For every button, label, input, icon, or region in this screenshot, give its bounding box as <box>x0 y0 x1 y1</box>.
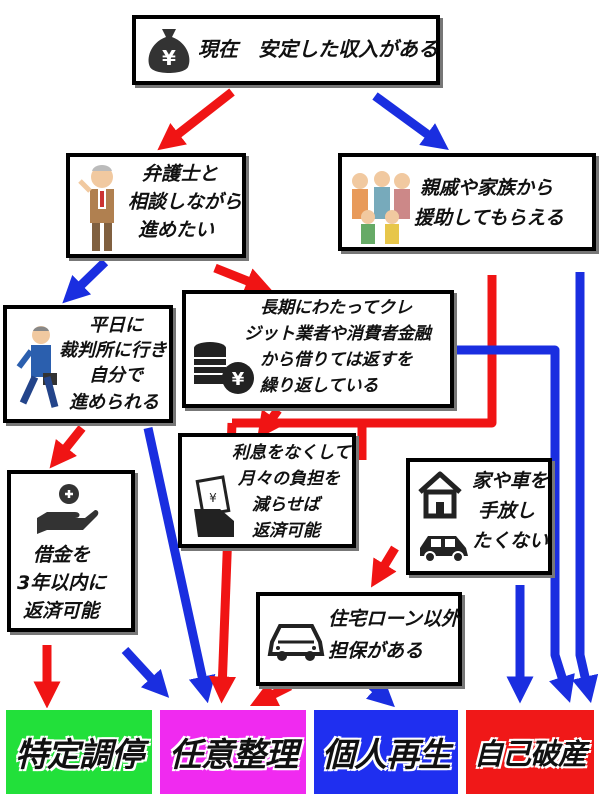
result-tokutei-chotei: 特定調停 <box>4 708 154 796</box>
node-house-line2: 手放し <box>478 500 536 522</box>
arrow-longterm-no-to-hasan <box>455 345 575 703</box>
arrow-weekday-to-ninni <box>143 427 216 704</box>
arrow-lawyer-to-weekday <box>62 258 109 304</box>
family-group-icon <box>352 171 410 244</box>
node-longterm-line3: から借りては返すを <box>260 350 413 370</box>
node-family-line1: 親戚や家族から <box>420 177 554 199</box>
node-house-line3: たくない <box>472 530 549 552</box>
arrow-house-yes-to-saisei <box>370 545 399 588</box>
arrow-family-no-to-hasan <box>571 272 599 704</box>
result-tokutei-chotei-label: 特定調停 <box>15 735 144 774</box>
node-interest: ¥ 利息をなくして 月々の負担を 減らせば 返済可能 <box>178 433 356 548</box>
result-jiko-hasan-label: 自己破産 <box>473 737 587 771</box>
node-weekday-line3: 自分で <box>89 365 143 386</box>
node-three-years: 借金を 3年以内に 返済可能 <box>7 470 135 632</box>
lawyer-person-icon <box>78 165 114 251</box>
node-weekday-line1: 平日に <box>89 315 143 336</box>
result-nini-seiri-label: 任意整理 <box>169 735 298 774</box>
arrow-weekday-to-three <box>49 425 86 469</box>
arrow-start-to-family <box>372 92 449 150</box>
svg-text:¥: ¥ <box>232 369 245 390</box>
arrow-start-to-lawyer <box>157 88 235 151</box>
result-kojin-saisei: 個人再生 <box>312 708 460 796</box>
node-family-line2: 援助してもらえる <box>414 207 564 229</box>
arrow-collateral-to-saisei <box>365 678 395 708</box>
node-collateral: 住宅ローン以外 担保がある <box>256 592 462 686</box>
arrow-lawyer-to-longterm <box>213 263 273 294</box>
coin-hand-icon <box>37 484 99 534</box>
businessman-running-icon <box>16 326 59 408</box>
money-hand-icon: ¥ <box>194 475 234 537</box>
sedan-car-icon <box>267 624 325 661</box>
node-house: 家や車を 手放し たくない <box>406 458 552 575</box>
result-jiko-hasan: 自己破産 <box>464 708 596 796</box>
house-icon <box>418 471 462 519</box>
node-lawyer: 弁護士と 相談しながら 進めたい <box>66 153 246 258</box>
node-interest-line3: 減らせば <box>252 495 320 515</box>
node-house-line1: 家や車を <box>472 470 549 492</box>
node-family: 親戚や家族から 援助してもらえる <box>338 153 596 251</box>
node-three-years-line3: 返済可能 <box>23 600 100 622</box>
yen-bag-icon: ¥ <box>148 29 190 73</box>
node-lawyer-line3: 進めたい <box>138 219 215 241</box>
node-interest-line2: 月々の負担を <box>238 469 340 489</box>
node-three-years-line2: 3年以内に <box>17 572 107 594</box>
node-weekday-line2: 裁判所に行き <box>59 340 167 361</box>
coin-stack-yen-icon: ¥ <box>194 342 254 394</box>
svg-text:¥: ¥ <box>162 46 176 70</box>
node-weekday-line4: 進められる <box>69 392 159 413</box>
car-icon <box>420 536 468 563</box>
node-longterm-line2: ジット業者や消費者金融 <box>244 324 431 344</box>
node-longterm-line1: 長期にわたってクレ <box>260 298 413 318</box>
node-longterm: ¥ 長期にわたってクレ ジット業者や消費者金融 から借りては返すを 繰り返してい… <box>182 290 454 408</box>
node-start: ¥ 現在 安定した収入がある <box>132 15 440 85</box>
node-longterm-line4: 繰り返している <box>260 376 379 396</box>
result-kojin-saisei-label: 個人再生 <box>322 735 451 774</box>
node-weekday: 平日に 裁判所に行き 自分で 進められる <box>3 305 173 423</box>
node-interest-line4: 返済可能 <box>252 521 320 541</box>
result-nini-seiri: 任意整理 <box>158 708 308 796</box>
node-three-years-line1: 借金を <box>33 544 91 566</box>
node-interest-line1: 利息をなくして <box>232 443 351 463</box>
node-collateral-line1: 住宅ローン以外 <box>328 608 461 630</box>
node-lawyer-line2: 相談しながら <box>128 191 243 213</box>
node-collateral-line2: 担保がある <box>328 640 424 662</box>
arrow-three-to-ninni <box>121 646 170 698</box>
node-start-text: 現在 安定した収入がある <box>198 37 438 61</box>
node-lawyer-line1: 弁護士と <box>142 163 219 185</box>
arrow-collateral-to-ninni <box>249 681 293 707</box>
svg-text:¥: ¥ <box>209 491 217 505</box>
arrow-longterm-yes-to-ninni <box>232 418 367 460</box>
